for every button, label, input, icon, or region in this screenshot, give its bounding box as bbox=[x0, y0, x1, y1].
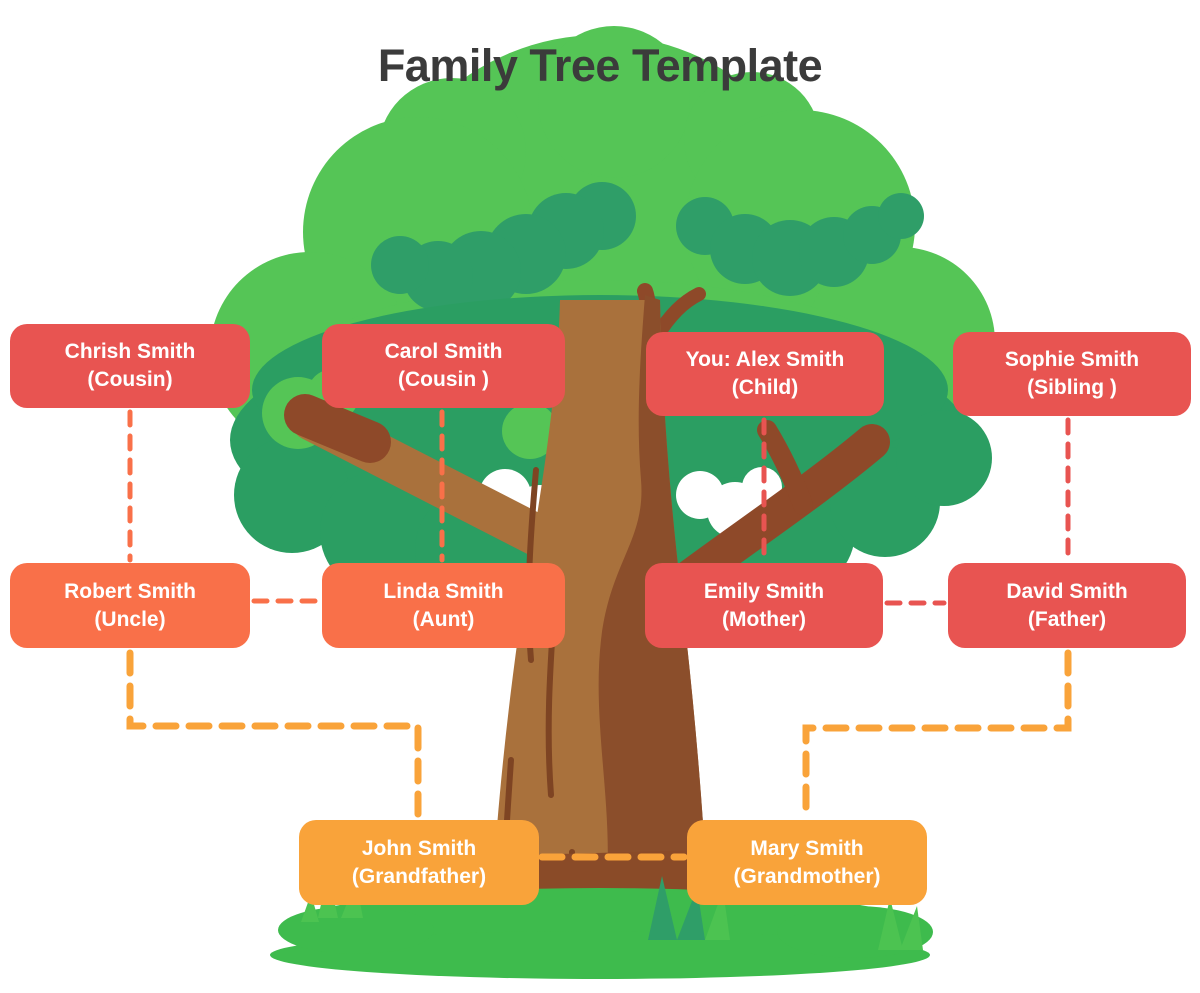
member-card-alex[interactable]: You: Alex Smith (Child) bbox=[646, 332, 884, 416]
member-relation: (Sibling ) bbox=[1027, 376, 1117, 399]
page-title: Family Tree Template bbox=[377, 40, 823, 91]
member-relation: (Grandmother) bbox=[733, 864, 881, 888]
member-card-chrish[interactable]: Chrish Smith (Cousin) bbox=[10, 324, 250, 408]
member-name: Mary Smith bbox=[750, 836, 864, 860]
member-card-emily[interactable]: Emily Smith (Mother) bbox=[645, 563, 883, 648]
member-relation: (Aunt) bbox=[412, 607, 475, 631]
member-relation: (Mother) bbox=[722, 607, 806, 631]
member-name: Chrish Smith bbox=[64, 340, 196, 363]
member-card-linda[interactable]: Linda Smith (Aunt) bbox=[322, 563, 565, 648]
member-relation: (Child) bbox=[731, 376, 799, 399]
link-david-mary bbox=[802, 649, 1072, 820]
member-name: Robert Smith bbox=[64, 579, 196, 603]
member-relation: (Uncle) bbox=[94, 607, 166, 631]
member-relation: (Grandfather) bbox=[351, 864, 487, 888]
member-name: Emily Smith bbox=[703, 579, 825, 603]
member-name: John Smith bbox=[361, 836, 477, 860]
member-name: You: Alex Smith bbox=[685, 348, 845, 371]
member-card-carol[interactable]: Carol Smith (Cousin ) bbox=[322, 324, 565, 408]
link-robert-john bbox=[126, 649, 422, 820]
member-card-robert[interactable]: Robert Smith (Uncle) bbox=[10, 563, 250, 648]
member-card-sophie[interactable]: Sophie Smith (Sibling ) bbox=[953, 332, 1191, 416]
member-card-john[interactable]: John Smith (Grandfather) bbox=[299, 820, 539, 905]
member-name: Carol Smith bbox=[384, 340, 503, 363]
member-relation: (Father) bbox=[1027, 607, 1107, 631]
member-relation: (Cousin ) bbox=[398, 368, 489, 391]
member-name: Linda Smith bbox=[383, 579, 504, 603]
canopy-shadow-clusters bbox=[371, 182, 924, 311]
member-card-david[interactable]: David Smith (Father) bbox=[948, 563, 1186, 648]
member-relation: (Cousin) bbox=[87, 368, 173, 391]
member-card-mary[interactable]: Mary Smith (Grandmother) bbox=[687, 820, 927, 905]
member-name: David Smith bbox=[1006, 579, 1128, 603]
member-name: Sophie Smith bbox=[1004, 348, 1140, 371]
